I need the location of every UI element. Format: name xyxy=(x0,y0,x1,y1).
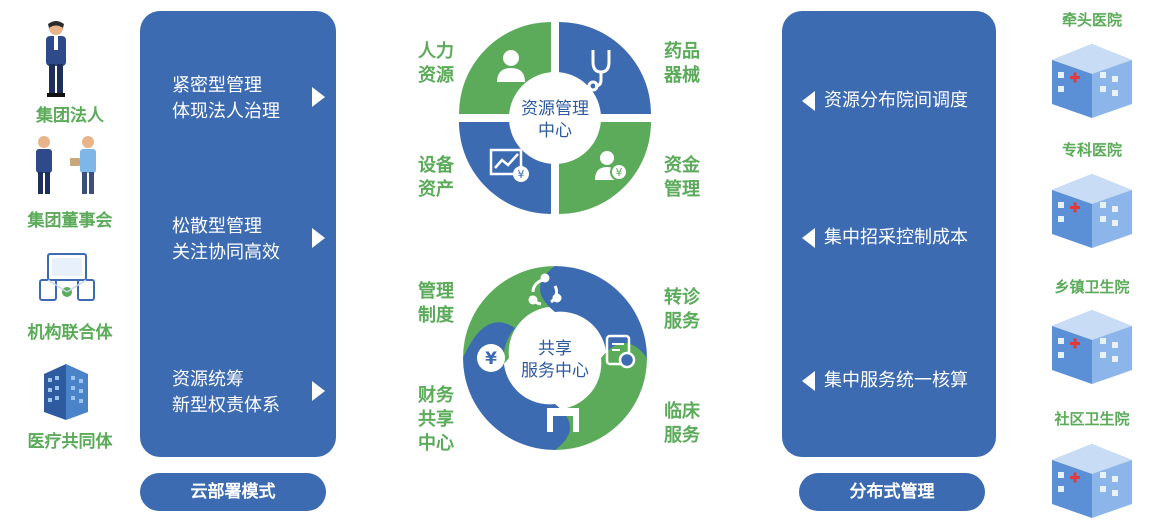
bed-icon xyxy=(547,408,579,432)
network-devices-icon xyxy=(39,253,95,301)
service-center-diagram: ¥ 共享 服务中心 xyxy=(463,266,647,450)
label-hr: 人力 资源 xyxy=(418,41,454,86)
label-clinical: 临床 服务 xyxy=(664,401,700,446)
document-refresh-icon xyxy=(605,334,636,369)
board-meeting-icon xyxy=(36,136,96,194)
hospital-label-lead: 牵头医院 xyxy=(1061,11,1122,29)
service-center-title-1: 共享 xyxy=(538,339,572,359)
distributed-item-3: 集中服务统一核算 xyxy=(824,370,968,391)
cloud-item-1-line2: 体现法人治理 xyxy=(172,101,280,122)
distributed-panel: 资源分布院间调度 集中招采控制成本 集中服务统一核算 xyxy=(782,11,996,457)
chevron-right-icon xyxy=(312,228,325,248)
resource-center-title-1: 资源管理 xyxy=(521,99,589,119)
svg-text:¥: ¥ xyxy=(485,349,497,369)
entity-label-alliance: 机构联合体 xyxy=(27,323,113,343)
label-referral: 转诊 服务 xyxy=(664,287,700,332)
person-yen-icon: ¥ xyxy=(595,151,628,181)
building-icon xyxy=(44,364,88,420)
distributed-item-2: 集中招采控制成本 xyxy=(824,227,968,248)
chevron-left-icon xyxy=(802,91,815,111)
cloud-deployment-label: 云部署模式 xyxy=(140,473,326,511)
person-icon xyxy=(497,50,525,82)
label-equipment: 设备 资产 xyxy=(418,155,454,200)
entity-label-legal: 集团法人 xyxy=(36,106,104,126)
chart-yen-icon: ¥ xyxy=(489,148,529,182)
share-cycle-icon xyxy=(528,273,562,306)
cloud-item-2-line2: 关注协同高效 xyxy=(172,242,280,263)
cloud-item-2-line1: 松散型管理 xyxy=(172,216,262,237)
chevron-left-icon xyxy=(802,371,815,391)
cloud-item-3-line1: 资源统筹 xyxy=(172,369,244,390)
stethoscope-icon xyxy=(587,50,611,92)
hospital-building-icon xyxy=(1052,174,1132,248)
cloud-item-3-line2: 新型权责体系 xyxy=(172,395,280,416)
hospital-building-icon xyxy=(1052,310,1132,384)
cloud-item-1-line1: 紧密型管理 xyxy=(172,75,262,96)
hospital-label-community: 社区卫生院 xyxy=(1054,410,1130,428)
cloud-deployment-panel: 紧密型管理 体现法人治理 松散型管理 关注协同高效 资源统筹 新型权责体系 xyxy=(140,11,336,457)
label-finance-share: 财务 共享 中心 xyxy=(418,385,454,454)
entity-label-board: 集团董事会 xyxy=(27,211,113,231)
svg-text:¥: ¥ xyxy=(518,168,525,181)
chevron-left-icon xyxy=(802,228,815,248)
entity-label-medical: 医疗共同体 xyxy=(27,432,113,452)
hospital-label-township: 乡镇卫生院 xyxy=(1054,278,1130,296)
hospital-label-specialty: 专科医院 xyxy=(1061,141,1122,159)
hospital-building-icon xyxy=(1052,444,1132,518)
chevron-right-icon xyxy=(312,87,325,107)
label-management: 管理 制度 xyxy=(418,281,454,326)
label-drug: 药品 器械 xyxy=(664,41,700,86)
yen-icon: ¥ xyxy=(477,344,505,372)
hospital-building-icon xyxy=(1052,44,1132,118)
distributed-item-1: 资源分布院间调度 xyxy=(824,90,968,111)
resource-center-diagram: ¥ ¥ 资源管理 中心 xyxy=(459,22,651,214)
chevron-right-icon xyxy=(312,381,325,401)
label-finance: 资金 管理 xyxy=(664,155,700,200)
service-center-title-2: 服务中心 xyxy=(521,361,589,381)
distributed-label: 分布式管理 xyxy=(799,473,985,511)
business-person-icon xyxy=(46,21,66,97)
resource-center-title-2: 中心 xyxy=(538,121,572,141)
svg-text:¥: ¥ xyxy=(616,166,623,179)
